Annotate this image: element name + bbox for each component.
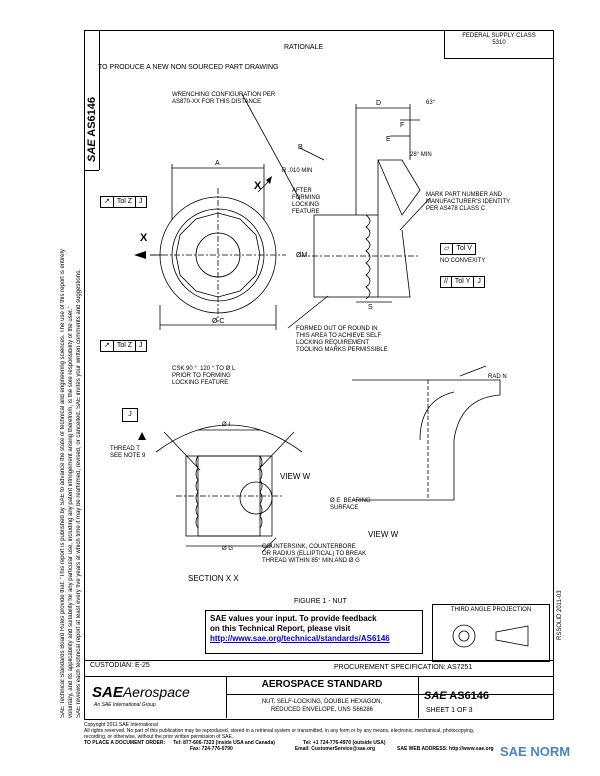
- tol-z-top-symbol: ↗: [101, 197, 114, 207]
- tol-z-top-ref: J: [139, 198, 143, 205]
- supply-class-value: 5310: [492, 40, 506, 46]
- feedback-link[interactable]: http://www.sae.org/technical/standards/A…: [210, 634, 390, 643]
- rationale-label: RATIONALE: [284, 44, 324, 51]
- description-line-2: REDUCED ENVELOPE, UNS S66286: [270, 707, 374, 713]
- tol-v-symbol: ▱: [441, 244, 454, 254]
- projection-symbol: [452, 624, 529, 648]
- dim-d: D: [376, 100, 382, 107]
- sae-norm-watermark: SAE NORM: [500, 744, 571, 759]
- fax: Fax: 724-776-0790: [190, 746, 233, 752]
- tol-y-symbol: //: [441, 277, 452, 287]
- procurement-spec: PROCUREMENT SPECIFICATION: AS7251: [334, 664, 473, 671]
- angle-28: 28° MIN: [410, 152, 432, 158]
- dim-f: F: [400, 122, 405, 129]
- rights-line-1: All rights reserved. No part of this pub…: [84, 728, 475, 734]
- dia-g: Ø G: [222, 546, 234, 552]
- section-x-left-label: X: [140, 232, 148, 244]
- formed-note: FORMED OUT OF ROUND IN THIS AREA TO ACHI…: [296, 326, 388, 353]
- dim-b: B: [298, 144, 303, 151]
- dia-m: ØM: [296, 252, 308, 259]
- angle-63: 63°: [426, 100, 436, 106]
- custodian: CUSTODIAN: E-25: [90, 662, 150, 669]
- tol-y-value: Tol Y: [452, 277, 475, 287]
- notice-line-1: SAE Technical Standards Board Rules prov…: [60, 249, 66, 718]
- sae-aerospace-logo: SAEAerospace An SAE International Group: [92, 684, 190, 708]
- dia-c: Ø C: [212, 318, 225, 325]
- tol-z-frame-top: ↗ Tol Z J: [100, 196, 147, 208]
- tol-z-frame-bottom: ↗ Tol Z J: [100, 340, 147, 352]
- email: Email: CustomerService@sae.org: [294, 746, 375, 752]
- feedback-line-2: on this Technical Report, please visit: [210, 624, 351, 633]
- csk-note: CSK 90 ° 120 ° TO Ø L PRIOR TO FORMING L…: [172, 366, 236, 386]
- thread-note: THREAD T SEE NOTE 9: [110, 446, 146, 459]
- copyright: Copyright 2011 SAE International: [84, 722, 158, 728]
- tol-y-ref: J: [477, 278, 481, 285]
- rights-line-2: recording, or otherwise, without the pri…: [84, 734, 234, 740]
- sheet-number: SHEET 1 OF 3: [426, 707, 473, 714]
- right-code: RSSOLID 2011-03: [557, 590, 563, 640]
- after-forming-note: AFTER FORMING LOCKING FEATURE: [292, 188, 321, 215]
- logo-tagline: An SAE International Group: [94, 702, 156, 708]
- order-label: TO PLACE A DOCUMENT ORDER:: [84, 740, 166, 746]
- figure-caption: FIGURE 1 - NUT: [294, 598, 347, 605]
- tol-z-bottom-ref: J: [139, 342, 143, 349]
- supply-class-box: FEDERAL SUPPLY CLASS 5310: [444, 30, 553, 59]
- tol-z-top-value: Tol Z: [114, 197, 137, 207]
- title-doc-number: SAE AS6146: [424, 690, 489, 702]
- title-doc-number-text: AS6146: [449, 690, 490, 702]
- countersink-note: COUNTERSINK, COUNTERBORE OR RADIUS (ELLI…: [262, 544, 367, 564]
- section-xx-label: SECTION X X: [188, 574, 239, 583]
- logo-aerospace: Aerospace: [122, 684, 190, 700]
- feedback-line-1: SAE values your input. To provide feedba…: [210, 614, 377, 623]
- dim-e: E: [386, 136, 391, 143]
- tol-y-frame: // Tol Y J: [440, 276, 485, 288]
- tol-v-frame: ▱ Tol V: [440, 243, 476, 255]
- projection-label: THIRD ANGLE PROJECTION: [450, 607, 532, 613]
- view-w-title: VIEW W: [368, 530, 399, 539]
- technical-drawing: [134, 93, 501, 553]
- drawing-sheet: [84, 30, 554, 720]
- projection-box: THIRD ANGLE PROJECTION: [432, 604, 550, 662]
- csk-arc: [155, 424, 303, 453]
- footer: Copyright 2011 SAE International All rig…: [84, 722, 564, 752]
- wrenching-note: WRENCHING CONFIGURATION PER AS870-XX FOR…: [172, 92, 276, 105]
- no-convexity: NO CONVEXITY: [440, 258, 486, 264]
- tel-usa: Tel: 877-606-7323 (inside USA and Canada…: [173, 740, 275, 746]
- datum-j-box: J: [122, 408, 138, 422]
- notice-line-3: SAE reviews each technical report at lea…: [76, 269, 82, 718]
- supply-class-label: FEDERAL SUPPLY CLASS: [462, 33, 536, 39]
- feedback-box: SAE values your input. To provide feedba…: [205, 610, 423, 654]
- tol-z-bottom-value: Tol Z: [114, 341, 137, 351]
- dia-i: Ø I: [222, 422, 231, 428]
- rad-n: RAD N: [488, 374, 507, 380]
- description-line-1: NUT, SELF-LOCKING, DOUBLE HEXAGON,: [261, 699, 383, 705]
- web-address[interactable]: SAE WEB ADDRESS: http://www.sae.org: [397, 746, 494, 752]
- bearing-note: Ø E BEARING SURFACE: [330, 498, 371, 511]
- tol-z-bottom-symbol: ↗: [101, 341, 114, 351]
- dim-s: S: [368, 304, 373, 311]
- title-sae-small: SAE: [424, 690, 447, 702]
- standard-title: AEROSPACE STANDARD: [261, 679, 383, 690]
- logo-sae: SAE: [92, 684, 123, 701]
- notice-line-2: voluntary, and its applicability and sui…: [68, 306, 74, 718]
- radius-010: R .010 MIN: [282, 168, 313, 174]
- mark-note: MARK PART NUMBER AND MANUFACTURER'S IDEN…: [426, 192, 511, 212]
- view-w-callout: VIEW W: [280, 472, 311, 481]
- view-w-profile: [352, 379, 501, 501]
- tel-outside: Tel: +1 724-776-4970 (outside USA): [302, 740, 386, 746]
- tol-v-value: Tol V: [456, 245, 472, 252]
- section-x-right-label: X: [254, 180, 262, 192]
- rationale-text: TO PRODUCE A NEW NON SOURCED PART DRAWIN…: [98, 64, 279, 71]
- dim-a: A: [215, 160, 220, 167]
